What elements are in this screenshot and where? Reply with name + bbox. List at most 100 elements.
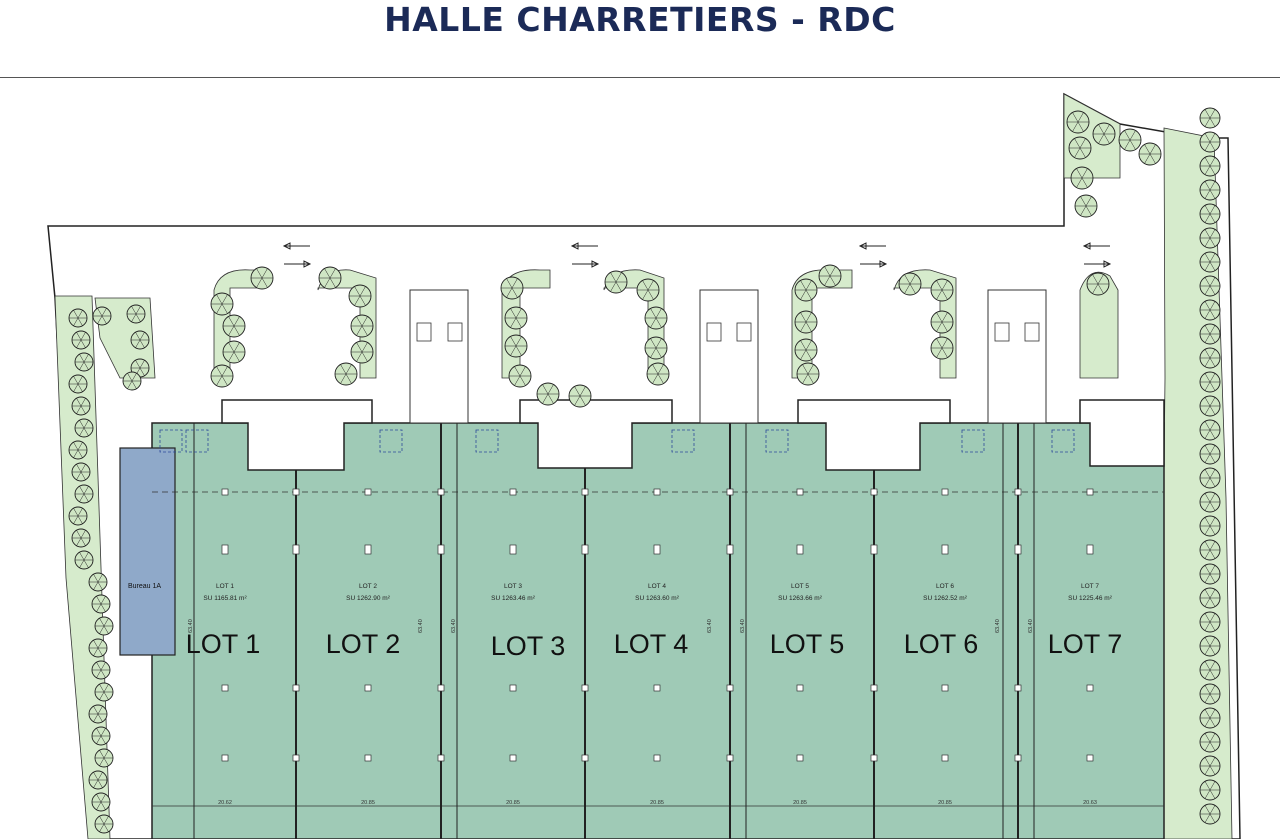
column-marker	[941, 488, 949, 496]
column-marker	[221, 684, 229, 692]
lot-2-width: 20.85	[361, 800, 375, 806]
column-marker	[870, 544, 878, 555]
column-marker	[941, 754, 949, 762]
lot-7-area: SU 1225.46 m²	[1068, 595, 1113, 602]
floor-plan: Bureau 1A	[47, 92, 1241, 839]
column-marker	[1014, 684, 1022, 692]
lot-5-label: LOT 5	[770, 629, 845, 659]
column-marker	[796, 684, 804, 692]
column-marker	[653, 684, 661, 692]
column-marker	[221, 488, 229, 496]
dock-door-marker	[379, 429, 403, 453]
lot-2-name: LOT 2	[359, 583, 377, 590]
column-marker	[653, 754, 661, 762]
column-marker	[221, 544, 229, 555]
column-marker	[796, 754, 804, 762]
annex-blocks	[221, 399, 1165, 471]
lot-dividers	[193, 423, 1035, 839]
column-marker	[653, 488, 661, 496]
depth-labels: 63.40 63.40 63.40 63.40 63.40 63.40 63.4…	[188, 619, 1034, 633]
lot-2-label: LOT 2	[326, 629, 401, 659]
column-marker	[870, 684, 878, 692]
column-marker	[364, 754, 372, 762]
column-marker	[581, 544, 589, 555]
dock-door-marker	[159, 429, 183, 453]
column-marker	[1086, 488, 1094, 496]
arrow-right-icon	[284, 260, 1112, 268]
lot-5-area: SU 1263.66 m²	[778, 595, 823, 602]
column-marker	[437, 488, 445, 496]
traffic-arrows	[282, 242, 1112, 268]
column-marker	[364, 684, 372, 692]
lot-1-width: 20.62	[218, 800, 232, 806]
lot-2-area: SU 1262.90 m²	[346, 595, 391, 602]
lot-6-area: SU 1262.52 m²	[923, 595, 968, 602]
column-marker	[292, 488, 300, 496]
column-marker	[726, 488, 734, 496]
lot-4-name: LOT 4	[648, 583, 666, 590]
lot-3-area: SU 1263.46 m²	[491, 595, 536, 602]
column-marker	[1014, 488, 1022, 496]
lot-6-label: LOT 6	[904, 629, 979, 659]
depth-label: 63.40	[188, 619, 194, 633]
lot-7-name: LOT 7	[1081, 583, 1099, 590]
column-marker	[796, 488, 804, 496]
column-marker	[437, 754, 445, 762]
column-marker	[581, 754, 589, 762]
column-marker	[726, 684, 734, 692]
lot-1-label: LOT 1	[186, 629, 261, 659]
depth-label: 63.40	[451, 619, 457, 633]
depth-label: 63.40	[418, 619, 424, 633]
lot-4-label: LOT 4	[614, 629, 689, 659]
lot-6-name: LOT 6	[936, 583, 954, 590]
lot-1-name: LOT 1	[216, 583, 234, 590]
column-marker	[581, 488, 589, 496]
tree-icon	[68, 107, 1221, 834]
lot-4-width: 20.85	[650, 800, 664, 806]
column-marker	[509, 684, 517, 692]
lot-7-width: 20.63	[1083, 800, 1097, 806]
lot-3-label: LOT 3	[491, 631, 566, 661]
column-marker	[870, 488, 878, 496]
structural-columns	[221, 488, 1094, 762]
column-marker	[581, 684, 589, 692]
column-marker	[870, 754, 878, 762]
column-marker	[509, 544, 517, 555]
title-divider	[0, 77, 1280, 78]
dock-door-marker	[671, 429, 695, 453]
truck-bays	[409, 289, 1047, 424]
column-marker	[941, 544, 949, 555]
column-marker	[364, 488, 372, 496]
lot-7-label: LOT 7	[1048, 629, 1123, 659]
column-marker	[292, 544, 300, 555]
depth-label: 63.40	[740, 619, 746, 633]
column-marker	[726, 544, 734, 555]
lot-labels: LOT 1 SU 1165.81 m² LOT 1 20.62 LOT 2 SU…	[186, 583, 1123, 806]
lot-3-name: LOT 3	[504, 583, 522, 590]
dock-door-marker	[765, 429, 789, 453]
column-marker	[1086, 544, 1094, 555]
lot-6-width: 20.85	[938, 800, 952, 806]
truck-icon	[416, 322, 1040, 342]
office-bureau-1a	[119, 447, 176, 656]
column-marker	[509, 488, 517, 496]
lot-3-width: 20.85	[506, 800, 520, 806]
column-marker	[364, 544, 372, 555]
lot-1-area: SU 1165.81 m²	[203, 595, 247, 602]
column-marker	[796, 544, 804, 555]
lot-5-name: LOT 5	[791, 583, 809, 590]
dock-door-marker	[475, 429, 499, 453]
column-marker	[653, 544, 661, 555]
column-marker	[221, 754, 229, 762]
column-marker	[941, 684, 949, 692]
column-marker	[1086, 754, 1094, 762]
column-marker	[726, 754, 734, 762]
column-marker	[292, 754, 300, 762]
column-marker	[437, 684, 445, 692]
bureau-label: Bureau 1A	[128, 583, 161, 590]
lot-5-width: 20.85	[793, 800, 807, 806]
column-marker	[509, 754, 517, 762]
arrow-left-icon	[282, 242, 1110, 250]
dock-door-marker	[1051, 429, 1075, 453]
column-marker	[1014, 544, 1022, 555]
